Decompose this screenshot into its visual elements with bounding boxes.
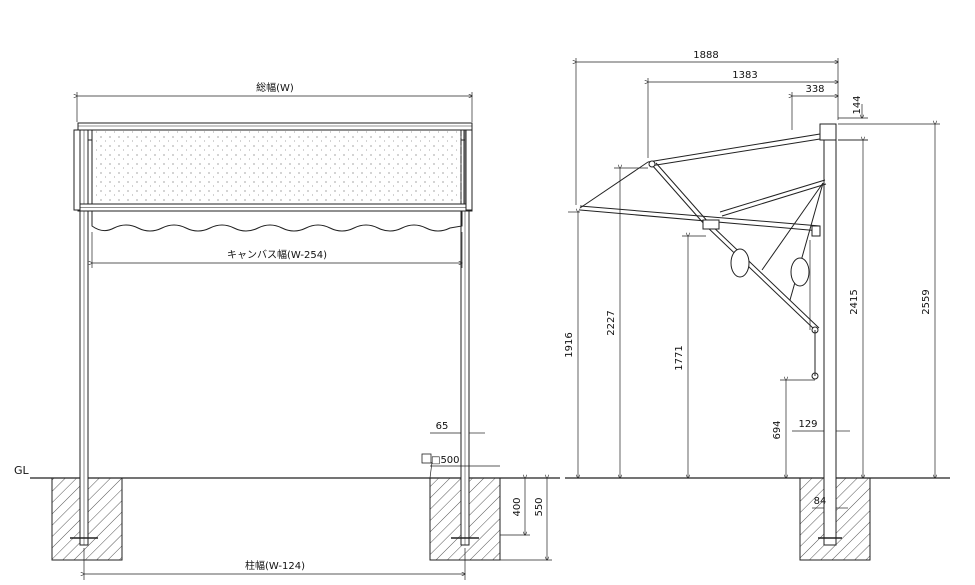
front-view [51,122,501,561]
overall-width-label: 総幅(W) [256,81,294,94]
dim-338: 338 [805,84,824,95]
side-view [579,123,871,561]
dim-1383: 1383 [732,70,757,81]
front-dimensions [77,92,552,580]
dim-1888: 1888 [693,50,718,61]
canvas-width-label: キャンバス幅(W-254) [227,248,327,261]
side-dimensions [568,58,940,509]
dim-1916: 1916 [564,332,575,357]
dim-2227: 2227 [606,310,617,335]
footing-size-label: □500 [431,455,460,466]
dim-144: 144 [852,95,863,114]
dim-1771: 1771 [674,345,685,370]
footing-size-square-icon [421,453,432,464]
top-beam [77,122,473,131]
dim-694: 694 [772,420,783,439]
dim-84: 84 [814,496,827,507]
dim-400: 400 [512,497,523,516]
dim-65: 65 [436,421,449,432]
valance [91,211,463,232]
dim-2559: 2559 [921,289,932,314]
side-post [823,124,837,546]
dim-550: 550 [534,497,545,516]
post-pitch-label: 柱幅(W-124) [245,559,305,572]
ground-label: GL [14,464,30,477]
canvas-area [91,129,465,206]
dim-129: 129 [798,419,817,430]
dim-2415: 2415 [849,289,860,314]
